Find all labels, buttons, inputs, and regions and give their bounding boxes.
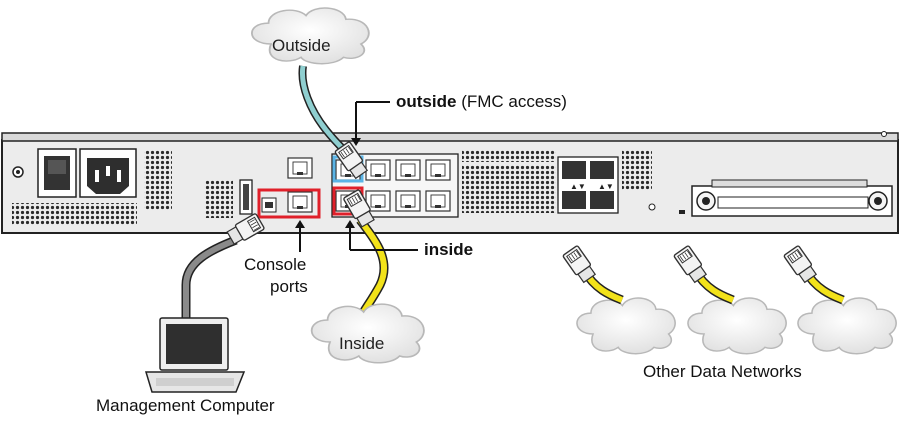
console-label-line2: ports xyxy=(270,277,308,296)
inside-callout-label: inside xyxy=(424,240,474,259)
other-network-1 xyxy=(561,244,676,355)
outside-cloud-label: Outside xyxy=(272,36,331,55)
console-label-line1: Console xyxy=(244,255,307,274)
other-networks-label: Other Data Networks xyxy=(643,362,802,381)
usb-port-icon xyxy=(239,179,253,215)
other-network-3 xyxy=(782,244,897,355)
outside-callout-bold: outside xyxy=(396,92,457,111)
vent-grille xyxy=(12,150,652,225)
management-port xyxy=(287,157,313,179)
console-port-rj45 xyxy=(287,191,313,213)
management-computer-label: Management Computer xyxy=(96,396,275,415)
management-computer-icon xyxy=(144,317,246,393)
svg-text:▲▼: ▲▼ xyxy=(570,182,586,191)
console-ports-highlight xyxy=(257,188,321,219)
power-inlet-icon xyxy=(79,148,137,198)
console-callout-arrow xyxy=(295,220,305,252)
mini-usb-console-port xyxy=(261,197,277,213)
svg-text:▲▼: ▲▼ xyxy=(598,182,614,191)
network-module-slot xyxy=(691,179,893,217)
outside-callout-rest: (FMC access) xyxy=(461,92,567,111)
sfp-ports: ▲▼ ▲▼ xyxy=(557,156,619,214)
inside-cloud-label: Inside xyxy=(339,334,385,353)
outside-callout: outside (FMC access) xyxy=(396,92,567,112)
outside-callout-arrow xyxy=(351,101,390,146)
other-network-2 xyxy=(672,244,787,355)
inside-callout-arrow xyxy=(345,220,418,251)
power-switch-icon xyxy=(37,148,77,198)
